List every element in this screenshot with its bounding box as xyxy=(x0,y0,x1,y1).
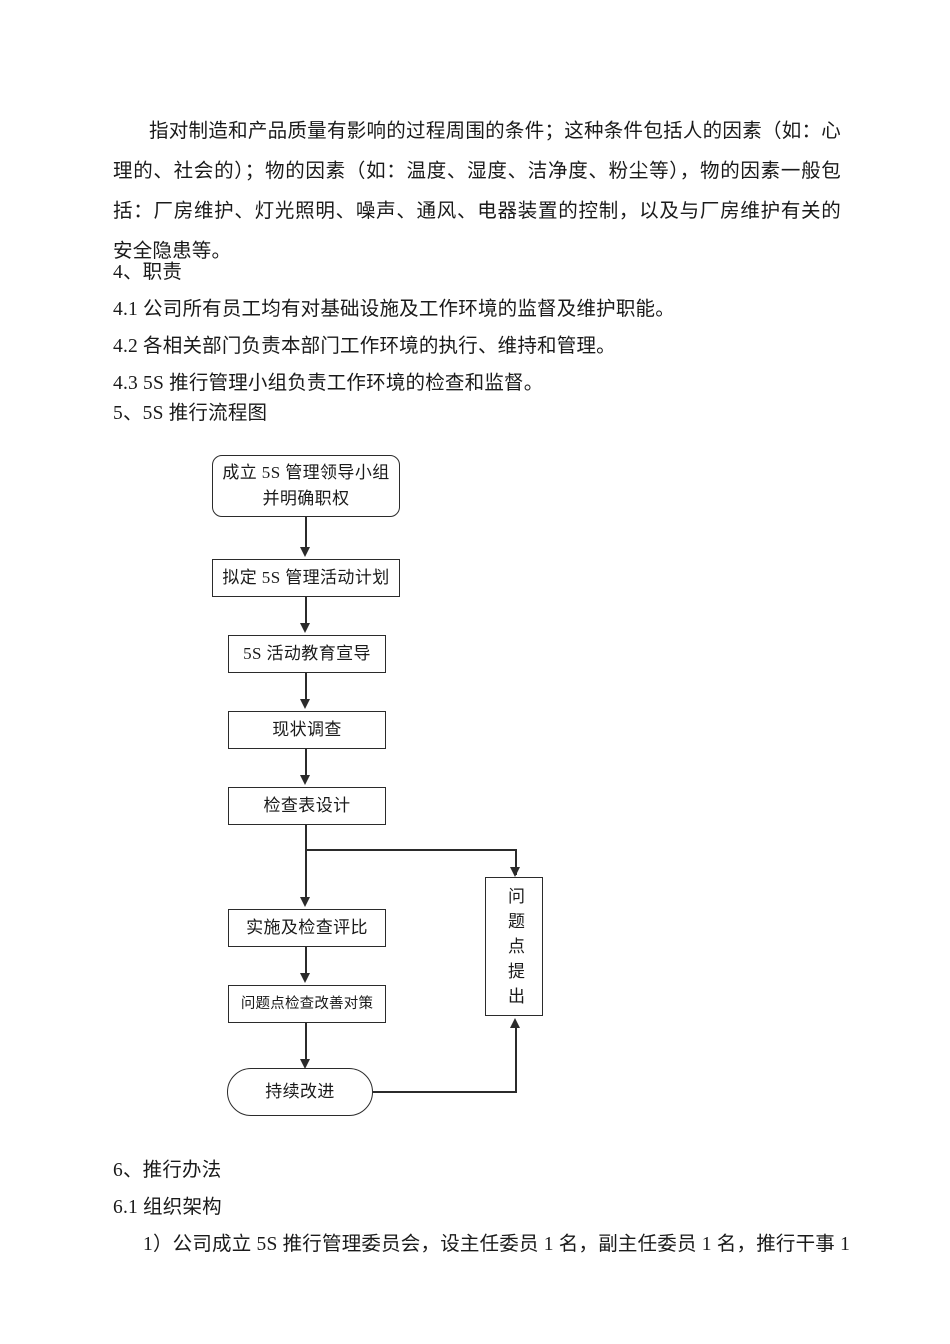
connector-2-3 xyxy=(305,597,307,625)
body-paragraph: 指对制造和产品质量有影响的过程周围的条件；这种条件包括人的因素（如：心理的、社会… xyxy=(113,121,841,262)
flow-node-continuous-improvement: 持续改进 xyxy=(227,1068,373,1116)
arrow-branch-icon xyxy=(510,867,520,877)
connector-3-4 xyxy=(305,673,307,701)
connector-branch-to-issues xyxy=(305,849,517,851)
arrow-2-3-icon xyxy=(300,623,310,633)
arrow-4-5-icon xyxy=(300,775,310,785)
flow-node-survey: 现状调查 xyxy=(228,711,386,749)
arrow-6-7-icon xyxy=(300,973,310,983)
flow-node-issues-raised: 问题点提出 xyxy=(485,877,543,1016)
flow-node-implement-review: 实施及检查评比 xyxy=(228,909,386,947)
flow-node-checklist-design: 检查表设计 xyxy=(228,787,386,825)
connector-return-vertical xyxy=(515,1028,517,1092)
flow-node-plan: 拟定 5S 管理活动计划 xyxy=(212,559,400,597)
arrow-7-8-icon xyxy=(300,1059,310,1069)
section-item-4-2: 4.2 各相关部门负责本部门工作环境的执行、维持和管理。 xyxy=(113,336,616,357)
section-heading-4: 4、职责 xyxy=(113,262,183,283)
arrow-return-icon xyxy=(510,1018,520,1028)
arrow-3-4-icon xyxy=(300,699,310,709)
section-item-6-1: 6.1 组织架构 xyxy=(113,1197,222,1218)
connector-5-6 xyxy=(305,825,307,899)
flow-node-education: 5S 活动教育宣导 xyxy=(228,635,386,673)
connector-return-horizontal xyxy=(373,1091,517,1093)
connector-4-5 xyxy=(305,749,307,777)
connector-1-2 xyxy=(305,517,307,549)
section-item-6-1-1: 1）公司成立 5S 推行管理委员会，设主任委员 1 名，副主任委员 1 名，推行… xyxy=(143,1234,851,1255)
section-item-4-3: 4.3 5S 推行管理小组负责工作环境的检查和监督。 xyxy=(113,373,544,394)
section-heading-5: 5、5S 推行流程图 xyxy=(113,403,268,424)
connector-7-8 xyxy=(305,1023,307,1061)
connector-branch-down xyxy=(515,849,517,875)
flow-node-countermeasure: 问题点检查改善对策 xyxy=(228,985,386,1023)
flow-node-establish-team: 成立 5S 管理领导小组 并明确职权 xyxy=(212,455,400,517)
arrow-1-2-icon xyxy=(300,547,310,557)
flowchart-5s: 成立 5S 管理领导小组 并明确职权 拟定 5S 管理活动计划 5S 活动教育宣… xyxy=(0,430,950,1140)
section-heading-6: 6、推行办法 xyxy=(113,1160,222,1181)
connector-6-7 xyxy=(305,947,307,975)
arrow-5-6-icon xyxy=(300,897,310,907)
section-item-4-1: 4.1 公司所有员工均有对基础设施及工作环境的监督及维护职能。 xyxy=(113,299,675,320)
